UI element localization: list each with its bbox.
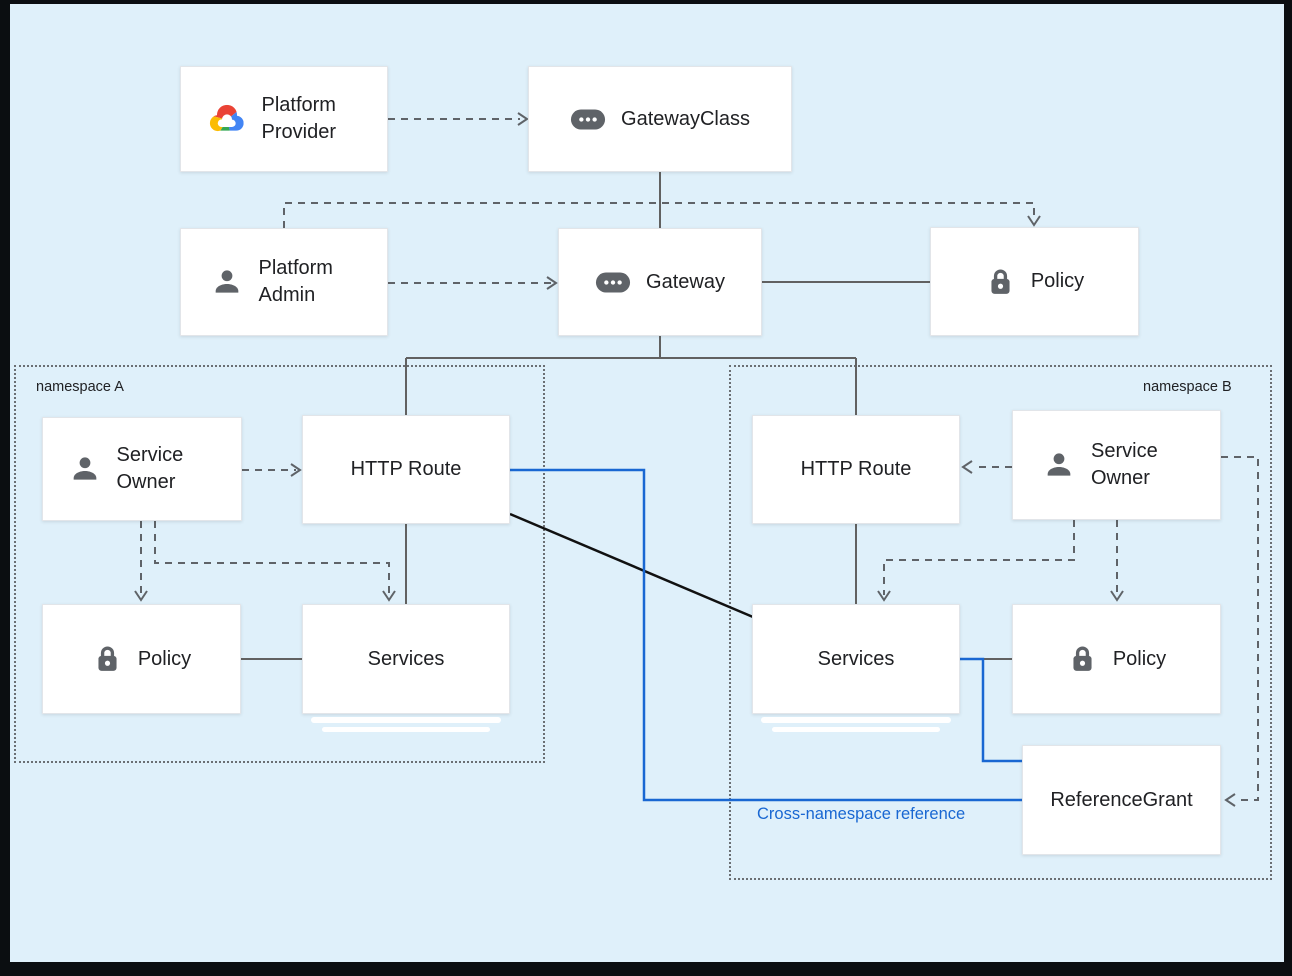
lock-icon [92,642,123,676]
arrowhead [1027,215,1041,227]
cross-namespace-annotation: Cross-namespace reference [757,805,966,823]
node-service-owner-b: Service Owner [1012,410,1221,520]
namespace-b-frame [729,365,1272,880]
arrowhead [517,112,529,126]
node-policy-top: Policy [930,227,1139,336]
arrowhead [1110,590,1124,602]
person-icon [1042,448,1076,482]
node-label: HTTP Route [350,458,462,480]
node-platform-provider: Platform Provider [180,66,388,172]
edge-cross-namespace-httproutea-referencegrant [510,468,1022,802]
person-icon [68,452,102,486]
services-stack-line [772,727,940,732]
arrowhead [546,276,558,290]
google-cloud-icon [207,102,247,136]
arrowhead [290,463,302,477]
arrowhead [961,460,973,474]
services-stack-line [761,717,951,723]
edge-ownera-servicesa [154,521,390,595]
node-gateway: Gateway [558,228,762,336]
arrowhead [382,590,396,602]
node-label: Platform Provider [261,94,336,143]
node-label: Policy [137,647,192,670]
node-label: Platform Admin [258,257,333,306]
arrowhead [1224,793,1236,807]
node-policy-b: Policy [1012,604,1221,714]
node-services-b: Services [752,604,960,732]
node-http-route-b: HTTP Route [752,415,960,524]
node-label: Policy [1112,647,1167,670]
edge-httproutea-servicesb [509,512,754,619]
lock-icon [985,265,1016,299]
edge-gateway-httproutes-services [405,336,857,604]
node-service-owner-a: Service Owner [42,417,242,521]
arrowhead [877,590,891,602]
edge-servicesb-referencegrant [960,657,1022,763]
lock-icon [1067,642,1098,676]
node-label: GatewayClass [621,107,750,130]
node-label: Service Owner [1091,440,1158,489]
node-gateway-class: GatewayClass [528,66,792,172]
node-label: HTTP Route [800,458,912,480]
edge-ownerb-referencegrant [1221,456,1259,801]
namespace-a-frame [14,365,545,763]
node-policy-a: Policy [42,604,241,714]
node-label: Service Owner [116,444,184,493]
person-icon [210,265,244,299]
node-label: Services [367,647,445,670]
node-services-a: Services [302,604,510,732]
api-resource-icon [595,271,631,294]
namespace-b-label: namespace B [1143,379,1232,395]
namespace-a-label: namespace A [36,379,124,395]
api-resource-icon [570,108,606,131]
node-label: ReferenceGrant [1050,788,1193,811]
node-reference-grant: ReferenceGrant [1022,745,1221,855]
node-http-route-a: HTTP Route [302,415,510,524]
node-platform-admin: Platform Admin [180,228,388,336]
services-stack-line [322,727,490,732]
node-label: Policy [1030,270,1085,292]
node-label: Gateway [646,270,725,293]
edge-ownerb-servicesb [883,520,1075,595]
edge-admin-policy [283,202,1035,228]
arrowhead [134,590,148,602]
services-stack-line [311,717,501,723]
node-label: Services [817,647,895,670]
